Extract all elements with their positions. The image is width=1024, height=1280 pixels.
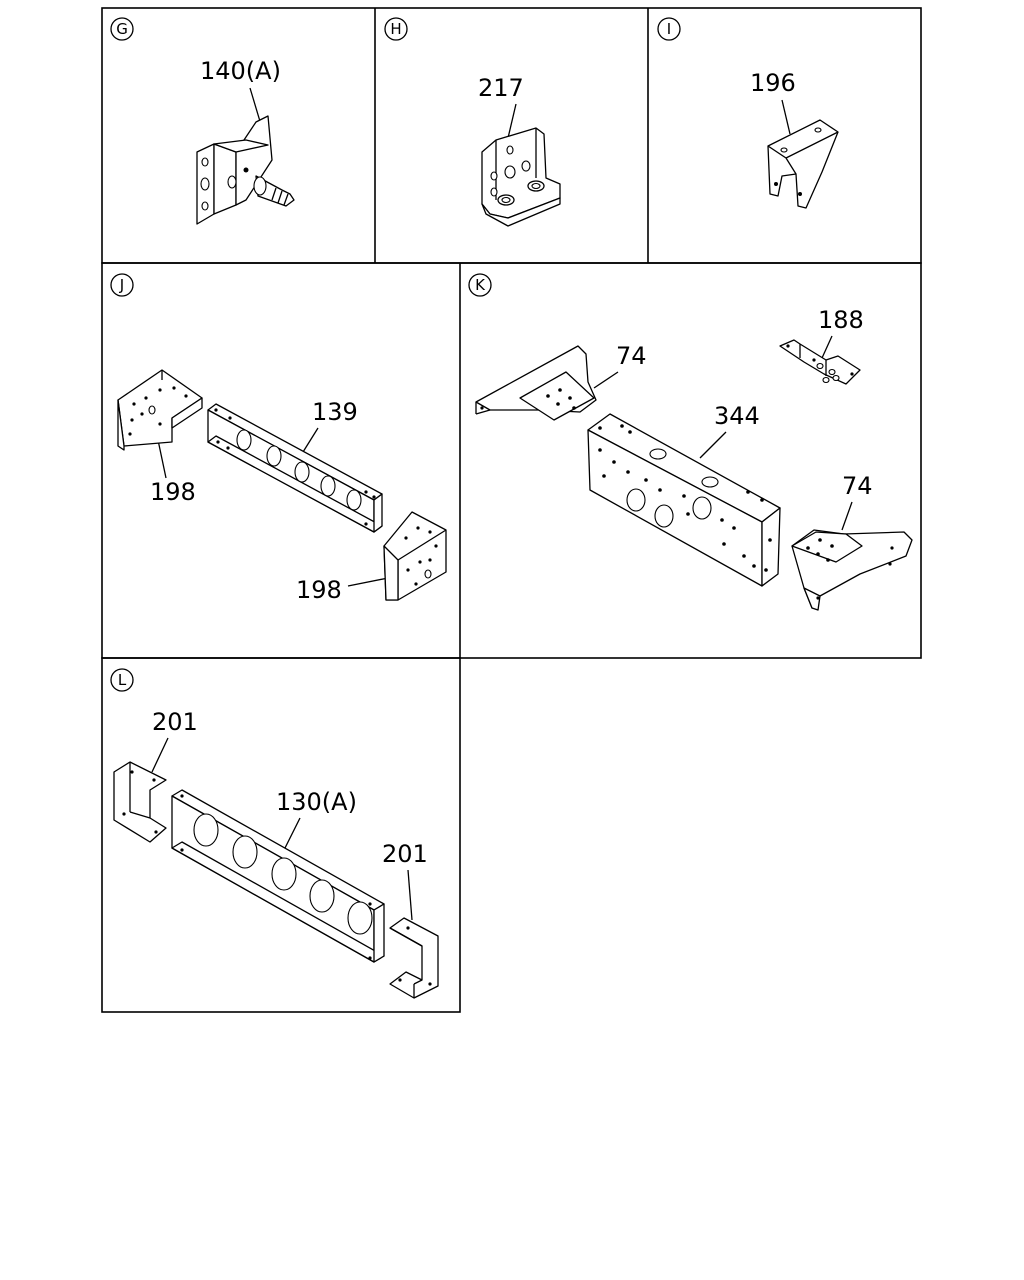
panel-frames xyxy=(101,7,922,1013)
svg-text:I: I xyxy=(667,20,671,38)
callout-201-lower: 201 xyxy=(382,840,428,868)
callout-201-upper: 201 xyxy=(152,708,198,736)
panel-g-marker: G xyxy=(110,17,134,41)
bracket-198-upper-drawing xyxy=(117,369,203,451)
bracket-140a-drawing xyxy=(196,115,295,225)
panel-l-marker: L xyxy=(110,668,134,692)
svg-text:J: J xyxy=(119,276,124,294)
panel-h-marker: H xyxy=(384,17,408,41)
panel-k-marker: K xyxy=(468,273,492,297)
callout-74-upper: 74 xyxy=(616,342,647,370)
svg-text:L: L xyxy=(118,671,127,689)
callout-198-upper: 198 xyxy=(150,478,196,506)
panel-j: J 139 198 198 xyxy=(110,273,447,604)
svg-text:K: K xyxy=(475,276,486,294)
panel-l: L 201 130(A) 201 xyxy=(110,668,439,999)
callout-130a: 130(A) xyxy=(276,788,357,816)
crossmember-344-drawing xyxy=(587,413,781,587)
bracket-196-drawing xyxy=(767,119,839,209)
panel-h: H 217 xyxy=(384,17,561,227)
panel-i: I 196 xyxy=(657,17,839,209)
callout-74-lower: 74 xyxy=(842,472,873,500)
callout-196: 196 xyxy=(750,69,796,97)
panel-k: K 74 188 344 74 xyxy=(468,273,913,611)
channel-130a-drawing xyxy=(171,789,385,963)
callout-198-lower: 198 xyxy=(296,576,342,604)
bracket-188-drawing xyxy=(779,339,861,385)
panel-i-marker: I xyxy=(657,17,681,41)
callout-139: 139 xyxy=(312,398,358,426)
bracket-74-upper-drawing xyxy=(475,345,597,421)
bracket-74-lower-drawing xyxy=(791,529,913,611)
channel-139-drawing xyxy=(207,403,383,533)
svg-text:G: G xyxy=(116,20,128,38)
callout-140a: 140(A) xyxy=(200,57,281,85)
callout-217: 217 xyxy=(478,74,524,102)
bracket-217-drawing xyxy=(481,127,561,227)
panel-j-marker: J xyxy=(110,273,134,297)
callout-344: 344 xyxy=(714,402,760,430)
panel-g: G 140(A) xyxy=(110,17,295,225)
bracket-201-upper-drawing xyxy=(113,761,167,843)
callout-188: 188 xyxy=(818,306,864,334)
bracket-201-lower-drawing xyxy=(389,917,439,999)
bracket-198-lower-drawing xyxy=(383,511,447,601)
svg-text:H: H xyxy=(390,20,401,38)
